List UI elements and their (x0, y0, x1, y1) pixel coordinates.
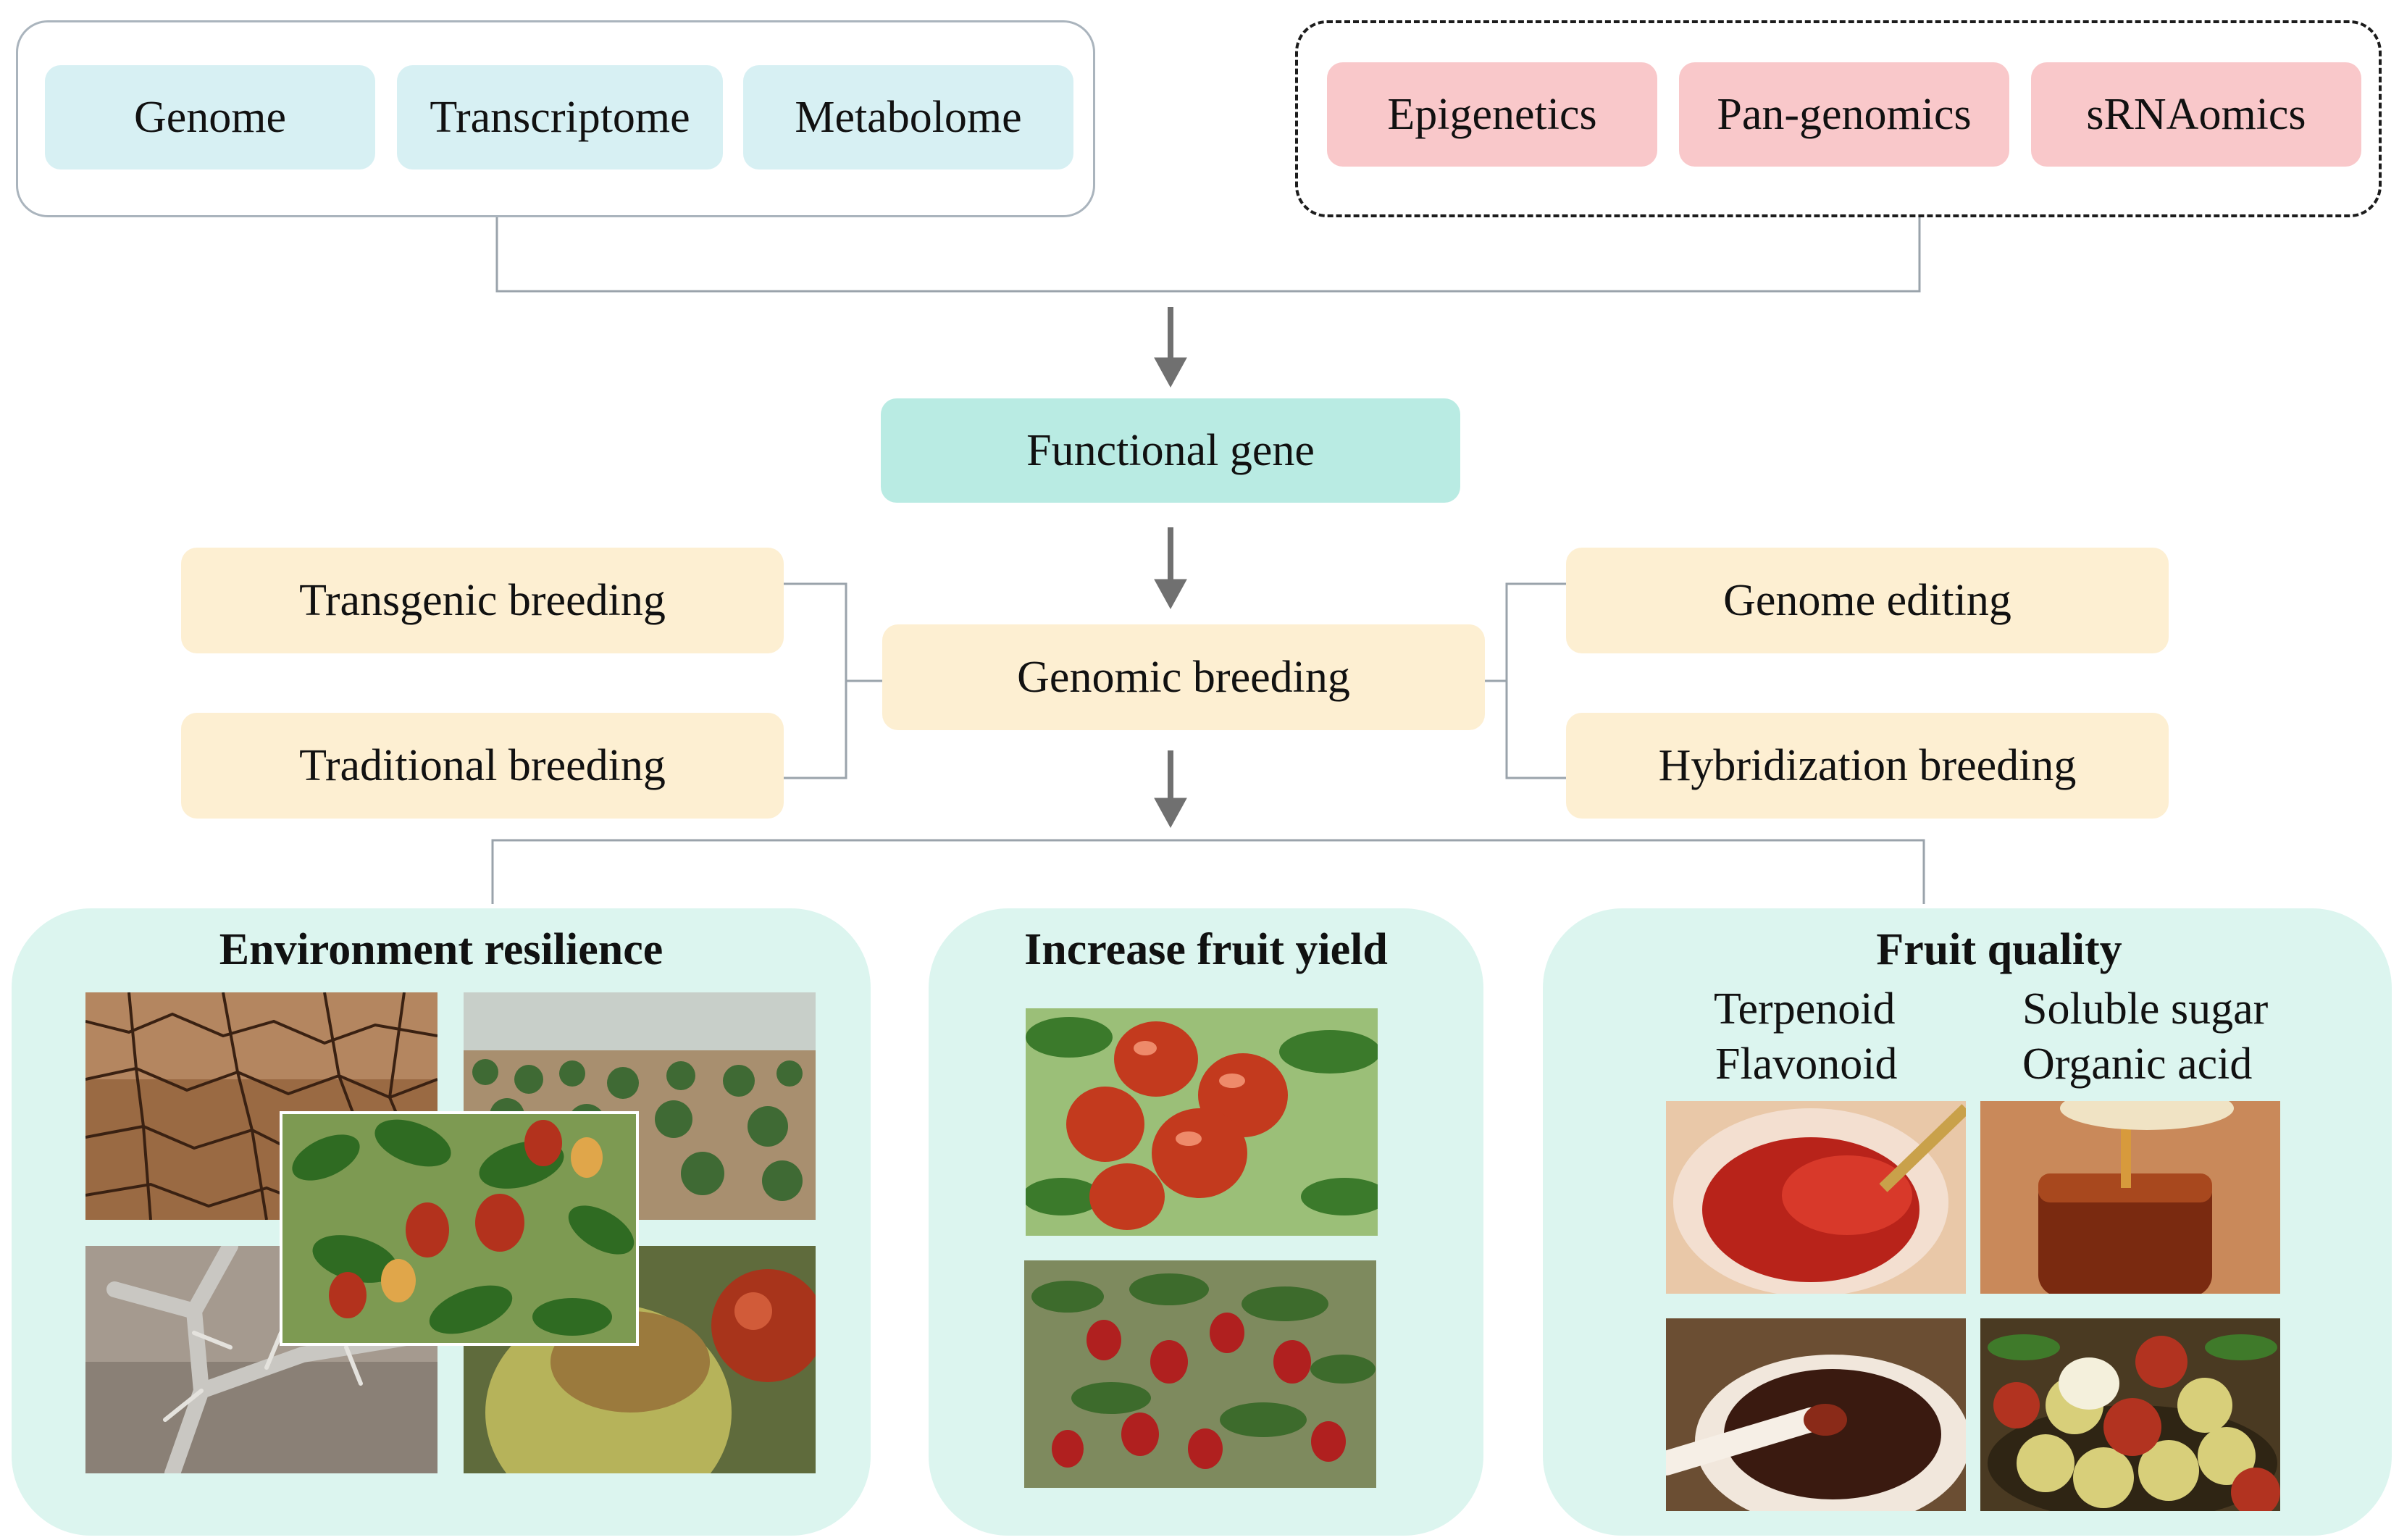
hybridization-breeding-box: Hybridization breeding (1566, 713, 2169, 819)
omics-group-frame (16, 20, 1095, 217)
jujube-tree-fruits-photo (1024, 1260, 1376, 1488)
quality-component-soluble-sugar: Soluble sugar (2022, 984, 2269, 1034)
omics-metabolome-label: Metabolome (795, 92, 1022, 142)
pan-genomics-box: Pan-genomics (1679, 62, 2009, 167)
srnaomics-box: sRNAomics (2031, 62, 2361, 167)
fruit-quality-title: Fruit quality (1876, 925, 2122, 974)
emerging-omics-frame (1295, 20, 2382, 217)
jujube-jam-photo (1666, 1101, 1966, 1294)
omics-metabolome-box: Metabolome (743, 65, 1073, 170)
jujube-branch-photo (280, 1111, 639, 1346)
functional-gene-box: Functional gene (881, 398, 1460, 503)
diseased-fruit-photo (464, 1246, 816, 1473)
environment-resilience-title: Environment resilience (219, 925, 663, 974)
omics-genome-label: Genome (133, 92, 287, 142)
omics-merge-connector (495, 217, 1921, 293)
syrup-jar-photo (1980, 1101, 2280, 1294)
srnaomics-label: sRNAomics (2086, 89, 2306, 139)
traditional-breeding-label: Traditional breeding (299, 740, 666, 790)
genome-editing-box: Genome editing (1566, 548, 2169, 653)
genome-editing-label: Genome editing (1723, 575, 2011, 625)
quality-component-organic-acid: Organic acid (2022, 1039, 2253, 1089)
transgenic-breeding-box: Transgenic breeding (181, 548, 784, 653)
jujube-tea-bowl-photo (1666, 1318, 1966, 1511)
functional-gene-label: Functional gene (1026, 425, 1315, 475)
arrow-head-1 (1154, 357, 1187, 388)
arrow-head-2 (1154, 579, 1187, 610)
omics-genome-box: Genome (45, 65, 375, 170)
omics-transcriptome-box: Transcriptome (397, 65, 723, 170)
genomic-breeding-box: Genomic breeding (882, 624, 1485, 730)
arrow-head-3 (1154, 798, 1187, 829)
transgenic-breeding-label: Transgenic breeding (299, 575, 666, 625)
left-breeding-bracket (784, 582, 847, 779)
epigenetics-label: Epigenetics (1387, 89, 1597, 139)
traditional-breeding-box: Traditional breeding (181, 713, 784, 819)
fresh-jujubes-photo (1980, 1318, 2280, 1511)
quality-component-flavonoid: Flavonoid (1715, 1039, 1898, 1089)
hybridization-breeding-label: Hybridization breeding (1658, 740, 2077, 790)
right-breeding-bracket (1505, 582, 1566, 779)
genomic-breeding-label: Genomic breeding (1017, 652, 1350, 702)
epigenetics-box: Epigenetics (1327, 62, 1657, 167)
quality-component-terpenoid: Terpenoid (1714, 984, 1896, 1034)
increase-fruit-yield-title: Increase fruit yield (1024, 925, 1388, 974)
omics-transcriptome-label: Transcriptome (430, 92, 690, 142)
outcome-split-connector (491, 839, 1925, 904)
pan-genomics-label: Pan-genomics (1717, 89, 1972, 139)
jujube-cluster-photo (1026, 1008, 1378, 1236)
